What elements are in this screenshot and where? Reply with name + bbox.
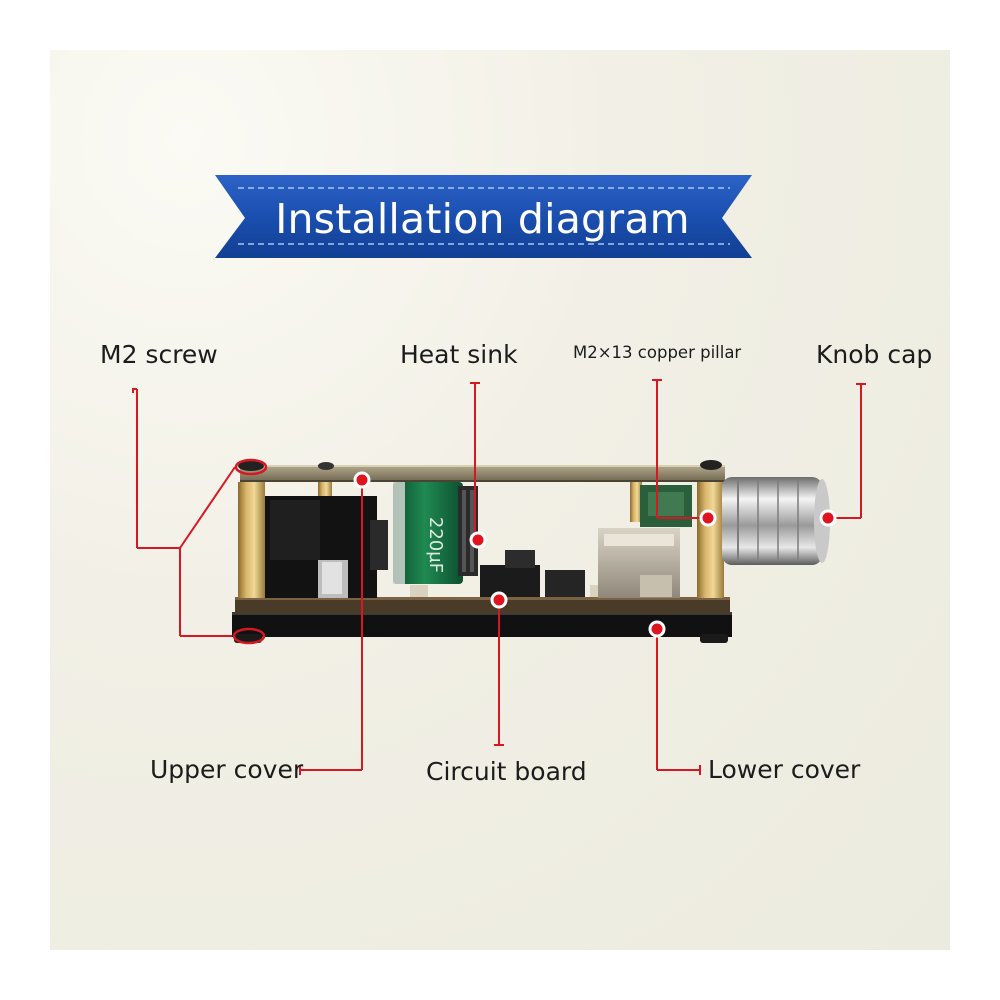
circuit-board-pcb	[235, 597, 730, 614]
upper-cover-marker	[353, 471, 371, 489]
copper-pillar-marker	[699, 509, 717, 527]
label-circuit-board: Circuit board	[426, 757, 587, 786]
circuit-board-marker	[490, 591, 508, 609]
knob-cap-marker	[819, 509, 837, 527]
power-jack	[265, 496, 388, 598]
label-upper-cover: Upper cover	[150, 755, 304, 784]
marker-dots	[353, 471, 837, 638]
screw-highlight-ovals	[232, 458, 268, 645]
electrolytic-capacitor: 220µF	[393, 482, 463, 584]
top-screws	[238, 460, 722, 471]
leader-lines	[132, 379, 866, 775]
knob-cap-shape	[722, 477, 830, 565]
lower-cover-marker	[648, 620, 666, 638]
smd-components	[410, 550, 608, 597]
label-m2-screw: M2 screw	[100, 340, 218, 369]
rca-connector	[598, 528, 680, 598]
bottom-screws	[234, 634, 728, 643]
label-heat-sink: Heat sink	[400, 340, 518, 369]
upper-cover-plate	[240, 465, 725, 482]
potentiometer-base	[640, 485, 692, 527]
diagram-title: Installation diagram	[275, 195, 690, 243]
heat-sink	[458, 486, 478, 576]
label-knob-cap: Knob cap	[816, 340, 933, 369]
heat-sink-marker	[469, 531, 487, 549]
label-lower-cover: Lower cover	[708, 755, 861, 784]
label-copper-pillar: M2×13 copper pillar	[573, 343, 742, 362]
capacitor-marking: 220µF	[425, 517, 446, 573]
